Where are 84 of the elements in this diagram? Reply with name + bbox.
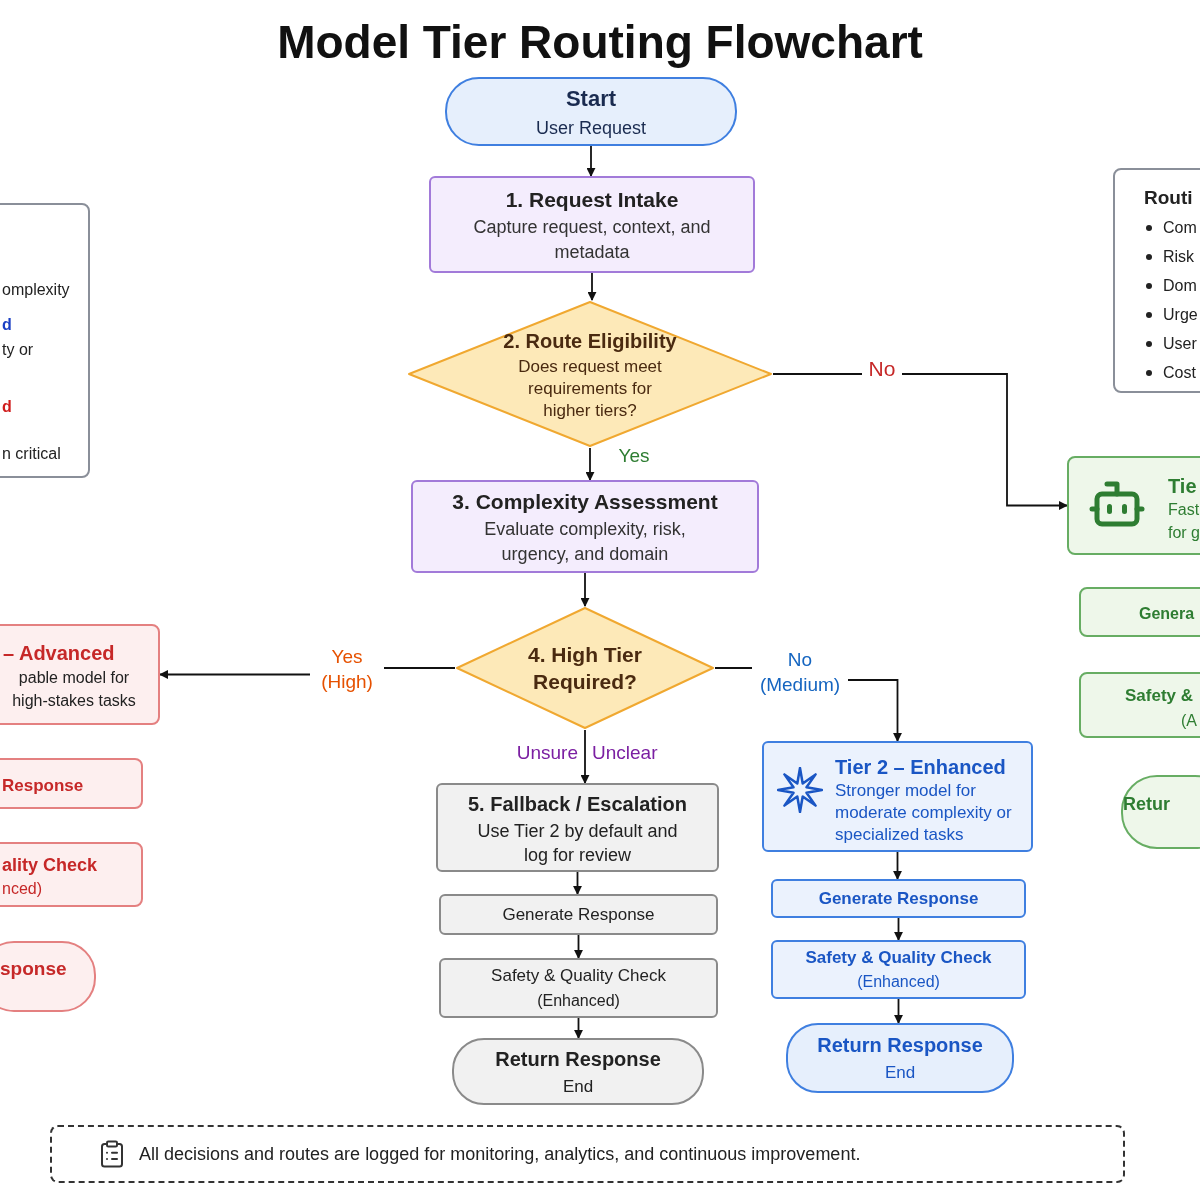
process-box bbox=[0, 842, 143, 907]
node-text: 4. High Tier Required? bbox=[527, 642, 643, 695]
arrow bbox=[580, 572, 590, 607]
end-terminal bbox=[1121, 775, 1200, 849]
list-item-text: Risk bbox=[1163, 247, 1195, 267]
process-box bbox=[429, 176, 755, 273]
node-text: pable model for high-stakes tasks bbox=[11, 668, 137, 711]
node-text: Genera bbox=[1139, 604, 1195, 624]
node-title: Start bbox=[565, 84, 617, 113]
node-title: 3. Complexity Assessment bbox=[452, 488, 718, 515]
node-text: (A bbox=[1181, 711, 1197, 731]
process-box bbox=[0, 758, 143, 809]
fallback-box bbox=[436, 783, 719, 872]
criteria-panel bbox=[1113, 168, 1200, 393]
process-box bbox=[411, 480, 759, 573]
list-item-text: User bbox=[1163, 334, 1197, 354]
node-text: d bbox=[2, 397, 12, 417]
list-item-text: Dom bbox=[1163, 276, 1197, 296]
node-title: Return Response bbox=[817, 1033, 983, 1059]
node-text: User Request bbox=[535, 116, 647, 140]
node-text: Retur bbox=[1123, 793, 1170, 816]
arrow bbox=[574, 1017, 583, 1039]
process-box bbox=[771, 879, 1026, 918]
list-item-text: Cost bbox=[1163, 363, 1196, 383]
end-terminal bbox=[786, 1023, 1014, 1093]
node-text: Response bbox=[2, 775, 84, 797]
node-title: Routi bbox=[1144, 186, 1193, 210]
arrow bbox=[573, 871, 582, 895]
node-text: Capture request, context, and metadata bbox=[472, 216, 712, 265]
decision-diamond bbox=[455, 606, 715, 730]
info-panel bbox=[0, 203, 90, 478]
node-text: d bbox=[2, 315, 12, 335]
process-box bbox=[439, 958, 718, 1018]
node-text: Does request meet requirements for higher tiers? bbox=[517, 356, 663, 422]
node-text: Stronger model for moderate complexity or specialized tasks bbox=[835, 780, 1013, 846]
node-text: sponse bbox=[0, 957, 67, 981]
arrow bbox=[893, 851, 902, 880]
node-text: Evaluate complexity, risk, urgency, and domain bbox=[483, 518, 687, 567]
node-title: 2. Route Eligibility bbox=[503, 329, 677, 354]
node-title: ality Check bbox=[2, 854, 98, 877]
tier-box bbox=[1067, 456, 1200, 555]
end-terminal bbox=[452, 1038, 704, 1105]
end-terminal bbox=[0, 941, 96, 1012]
process-box bbox=[439, 894, 718, 935]
node-title: Tie bbox=[1168, 474, 1197, 499]
arrow bbox=[586, 145, 596, 177]
arrow bbox=[894, 998, 903, 1024]
node-title: 5. Fallback / Escalation bbox=[468, 791, 687, 817]
node-text: End bbox=[562, 1075, 594, 1098]
arrow bbox=[894, 917, 903, 941]
list-item-text: Com bbox=[1163, 218, 1197, 238]
process-box bbox=[1079, 672, 1200, 738]
note-box bbox=[50, 1125, 1125, 1183]
process-box bbox=[771, 940, 1026, 999]
tier-box bbox=[0, 624, 160, 725]
node-text: (Enhanced) bbox=[537, 990, 620, 1011]
node-title: Safety & Quality Check bbox=[805, 946, 992, 969]
arrow bbox=[574, 934, 583, 959]
node-text: All decisions and routes are logged for monitoring, analytics, and continuous improvement. bbox=[139, 1142, 861, 1166]
node-text: Generate Response bbox=[818, 887, 979, 910]
node-text: Fast for g bbox=[1168, 500, 1200, 543]
diagram-title: Model Tier Routing Flowchart bbox=[276, 15, 924, 70]
node-title: omplexity bbox=[2, 280, 70, 300]
node-title: Safety & bbox=[1125, 685, 1194, 707]
arrow bbox=[580, 729, 590, 784]
node-title: Tier 2 – Enhanced bbox=[835, 755, 1006, 780]
node-text: ty or bbox=[2, 340, 34, 360]
node-title: Return Response bbox=[495, 1046, 661, 1072]
node-text: Use Tier 2 by default and log for review bbox=[476, 819, 679, 867]
arrow bbox=[585, 447, 595, 481]
arrow bbox=[772, 373, 1068, 510]
node-text: nced) bbox=[2, 879, 43, 899]
node-text: n critical bbox=[2, 444, 61, 464]
node-title: – Advanced bbox=[3, 641, 115, 666]
node-title: Safety & Quality Check bbox=[491, 965, 666, 988]
arrow bbox=[587, 272, 597, 301]
list-item-text: Urge bbox=[1163, 305, 1198, 325]
process-box bbox=[1079, 587, 1200, 637]
decision-diamond bbox=[407, 300, 773, 448]
node-title: 1. Request Intake bbox=[505, 186, 679, 213]
node-text: Generate Response bbox=[502, 903, 655, 926]
tier-box bbox=[762, 741, 1033, 852]
node-text: (Enhanced) bbox=[857, 972, 940, 993]
node-text: End bbox=[884, 1062, 916, 1085]
